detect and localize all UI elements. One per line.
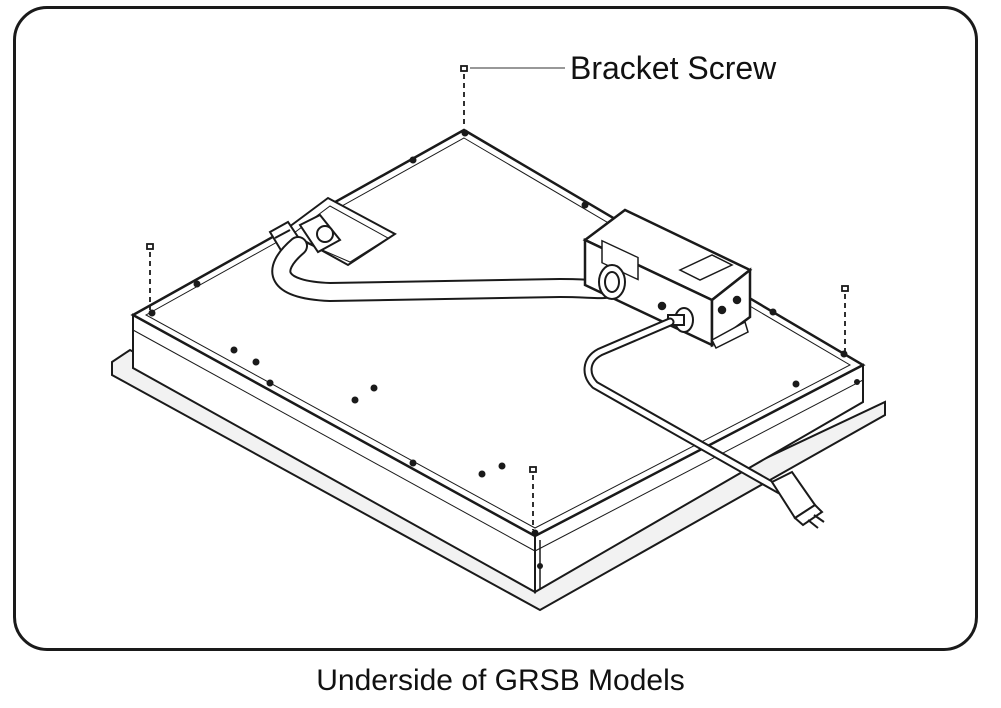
bracket-screw-right	[841, 285, 849, 352]
power-cord	[583, 317, 785, 495]
bracket-screw-front	[529, 466, 537, 530]
panel-rivets	[148, 129, 860, 569]
bracket-screw-label: Bracket Screw	[570, 50, 777, 86]
box-conduit-fitting	[598, 264, 626, 300]
plug	[770, 470, 825, 529]
diagram-caption: Underside of GRSB Models	[316, 664, 685, 697]
bracket-screw-top	[460, 65, 468, 128]
bracket-screws	[146, 65, 849, 530]
bracket-screw-left	[146, 243, 154, 310]
panel-side-walls	[132, 313, 864, 594]
